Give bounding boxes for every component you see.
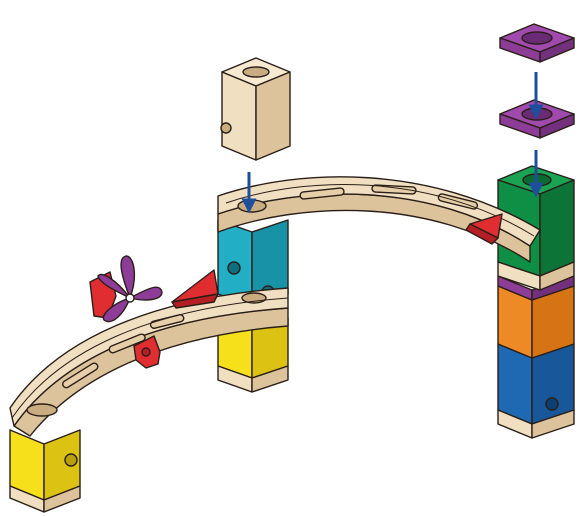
yellow-cube-left xyxy=(10,430,80,512)
purple-cap-tile-top xyxy=(500,24,574,62)
blue-cube xyxy=(498,344,574,438)
right-tower xyxy=(498,166,574,438)
red-flipper-front xyxy=(172,270,218,308)
plain-wood-cube xyxy=(221,58,290,160)
